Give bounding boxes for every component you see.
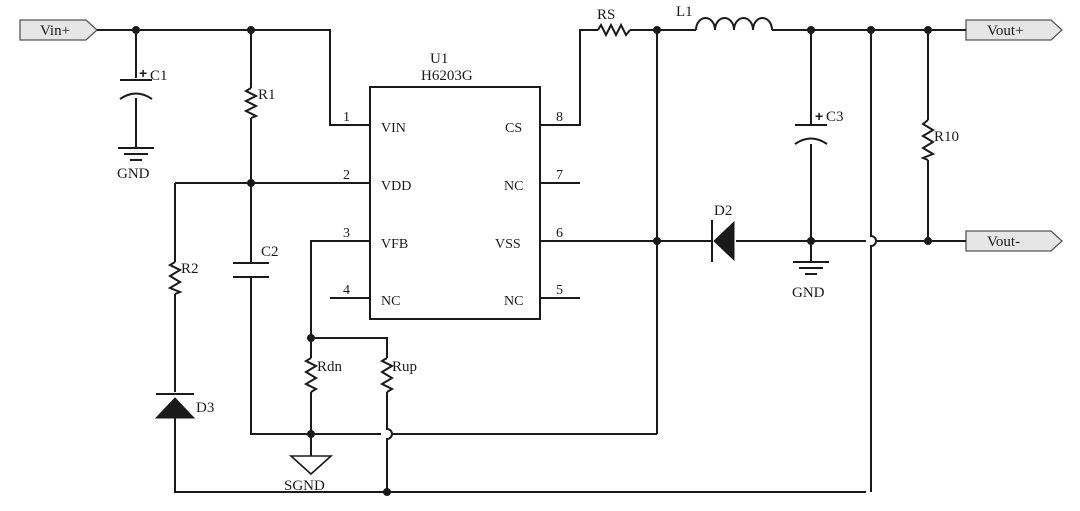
rs-label: RS (597, 7, 615, 23)
ic-part: H6203G (421, 68, 473, 84)
ic-u1: U1 H6203G 1 VIN 2 VDD 3 VFB 4 NC 8 CS 7 … (343, 51, 563, 320)
diode-d3: D3 (154, 393, 214, 419)
pin-1-number: 1 (343, 110, 350, 125)
capacitor-c1: + C1 (119, 65, 168, 100)
pin-6-number: 6 (556, 226, 563, 241)
resistor-rs: RS (597, 7, 631, 38)
diode-d2: D2 (711, 203, 735, 262)
r10-label: R10 (934, 129, 959, 145)
capacitor-c3: + C3 (794, 108, 844, 145)
gnd-c3-label: GND (792, 285, 825, 301)
port-vout-minus: Vout- (965, 230, 1063, 252)
port-vout-plus: Vout+ (965, 19, 1063, 41)
port-vout-minus-label: Vout- (987, 234, 1020, 250)
r2-label: R2 (181, 261, 199, 277)
l1-label: L1 (676, 4, 693, 20)
inductor-l1: L1 (676, 4, 773, 31)
pin-7-number: 7 (556, 168, 563, 183)
pin-5-name: NC (504, 294, 523, 309)
pin-8-number: 8 (556, 110, 563, 125)
resistor-rdn: Rdn (303, 357, 343, 393)
pin-2-number: 2 (343, 168, 350, 183)
ground-c1: GND (117, 147, 154, 182)
pin-3-name: VFB (381, 237, 408, 252)
d3-label: D3 (196, 400, 214, 416)
junction-dots (132, 26, 932, 496)
c1-polarity-mark: + (139, 65, 147, 81)
ground-c3: GND (792, 261, 829, 301)
rdn-label: Rdn (317, 359, 343, 375)
port-vin-plus-label: Vin+ (40, 23, 70, 39)
gnd-c1-label: GND (117, 166, 150, 182)
resistor-rup: Rup (379, 357, 417, 393)
c2-label: C2 (261, 244, 279, 260)
rup-label: Rup (392, 359, 417, 375)
port-vout-plus-label: Vout+ (987, 23, 1024, 39)
pin-8-name: CS (505, 121, 522, 136)
resistor-r10: R10 (920, 119, 959, 161)
pin-6-name: VSS (495, 237, 521, 252)
signal-ground-sgnd: SGND (284, 455, 334, 494)
pin-7-name: NC (504, 179, 523, 194)
d2-label: D2 (714, 203, 732, 219)
pin-2-name: VDD (381, 179, 411, 194)
sgnd-label: SGND (284, 478, 325, 494)
pin-1-name: VIN (381, 121, 406, 136)
r1-label: R1 (258, 87, 276, 103)
resistor-r1: R1 (243, 87, 276, 119)
pin-3-number: 3 (343, 226, 350, 241)
c3-polarity-mark: + (815, 108, 823, 124)
capacitor-c2: C2 (233, 244, 279, 278)
pin-4-number: 4 (343, 283, 350, 298)
wires (97, 29, 966, 493)
c3-label: C3 (826, 109, 844, 125)
c1-label: C1 (150, 68, 168, 84)
pin-5-number: 5 (556, 283, 563, 298)
ic-ref: U1 (430, 51, 448, 67)
resistor-r2: R2 (167, 261, 199, 295)
pin-4-name: NC (381, 294, 400, 309)
port-vin-plus: Vin+ (19, 19, 98, 41)
